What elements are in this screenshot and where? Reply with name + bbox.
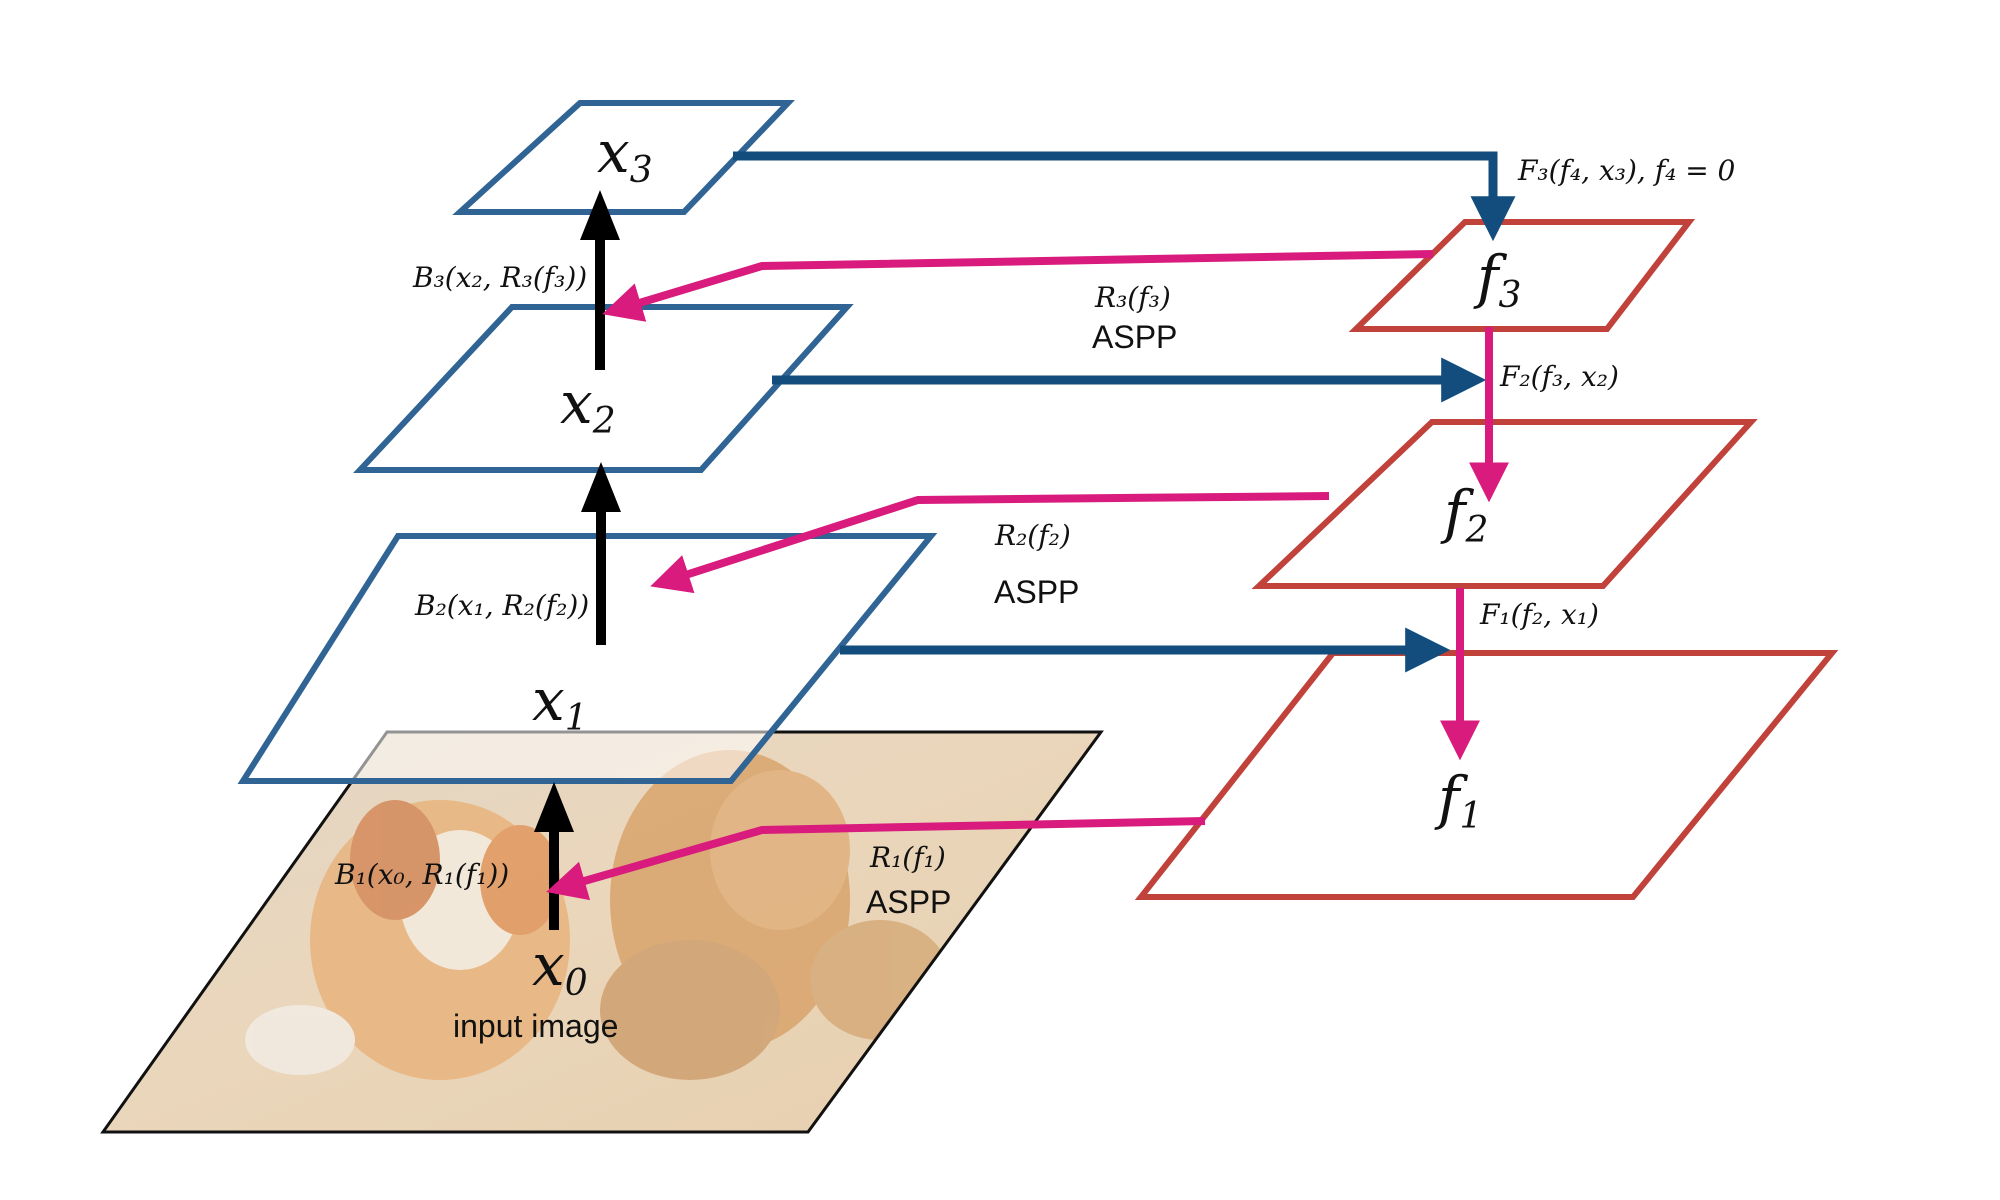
F2-label: F₂(f₃, x₂) (1499, 360, 1619, 393)
refine-arrow-f2-x1 (650, 492, 1330, 594)
x1-label: x1 (532, 666, 588, 739)
input-image-plane (100, 730, 1104, 1134)
f3-plane (1348, 219, 1696, 332)
x2-label: x2 (560, 369, 616, 442)
R2-label: R₂(f₂) (994, 519, 1071, 552)
B1-label: B₁(x₀, R₁(f₁)) (334, 858, 509, 891)
R3-aspp-label: ASPP (1092, 319, 1177, 355)
B3-label: B₃(x₂, R₃(f₃)) (412, 261, 587, 294)
refine-arrow-f3-x2 (602, 250, 1434, 322)
R1-label: R₁(f₁) (869, 841, 946, 874)
x1-plane (237, 533, 938, 784)
R1-aspp-label: ASPP (866, 884, 951, 920)
input-image-caption: input image (453, 1008, 618, 1044)
refine-arrow-f1-x0 (546, 817, 1206, 901)
R3-label: R₃(f₃) (1094, 281, 1171, 314)
B2-label: B₂(x₁, R₂(f₂)) (414, 589, 589, 622)
x2-plane (353, 304, 854, 473)
x3-label: x3 (597, 118, 653, 191)
fusion-arrow-x3-f3 (733, 151, 1516, 242)
x3-plane (452, 100, 796, 215)
R2-aspp-label: ASPP (994, 574, 1079, 610)
f1-label: f1 (1434, 764, 1482, 837)
F1-label: F₁(f₂, x₁) (1479, 598, 1599, 631)
f1-plane (1134, 650, 1839, 900)
f2-plane (1251, 419, 1758, 589)
F3-label: F₃(f₄, x₃), f₄ = 0 (1517, 154, 1735, 187)
dogs-photo-image (245, 750, 950, 1080)
x0-label: x0 (532, 931, 588, 1004)
